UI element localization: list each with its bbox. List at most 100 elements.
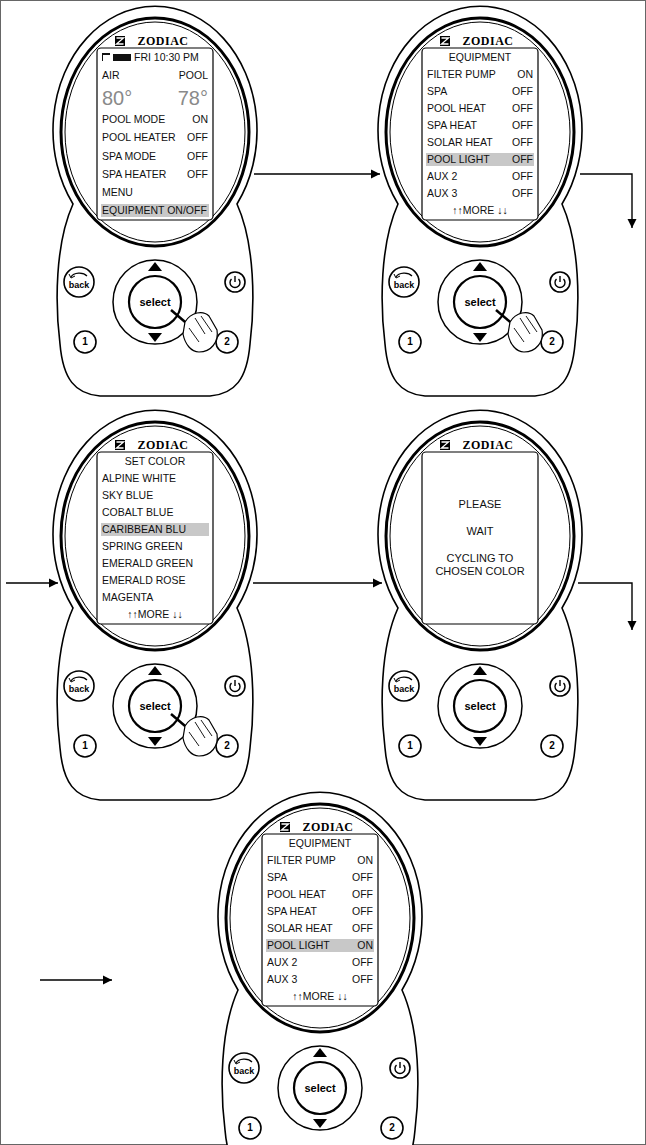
screen-text: FRI 10:30 PM (134, 51, 199, 64)
screen-text: OFF (352, 956, 373, 969)
screen-row: POOL LIGHTOFF (426, 153, 534, 166)
pressing-hand (496, 310, 542, 352)
screen-text: OFF (512, 170, 533, 183)
screen-text: ON (357, 939, 373, 952)
screen-row: SKY BLUE (101, 489, 209, 502)
arrow-head (628, 621, 637, 630)
button-label: select (464, 701, 495, 712)
screen-row: ↑↑MORE ↓↓ (101, 608, 209, 621)
flow-arrow (213, 173, 422, 174)
screen-text: OFF (352, 888, 373, 901)
flow-arrow (213, 582, 422, 583)
lcd-screen: EQUIPMENT FILTER PUMPON SPA OFF POOL HEATOFF… (422, 48, 538, 220)
screen-text: SPA (427, 85, 447, 98)
remote-control (378, 6, 582, 396)
screen-row: POOL HEATEROFF (101, 131, 209, 144)
screen-row: EQUIPMENT (266, 837, 374, 850)
screen-text: EQUIPMENT (449, 51, 511, 64)
screen-row: FRI 10:30 PM (101, 51, 209, 64)
screen-row: SPA HEATOFF (266, 905, 374, 918)
screen-text: EQUIPMENT ON/OFF (102, 204, 207, 217)
button-number: 1 (82, 337, 88, 347)
screen-row: ↑↑MORE ↓↓ (426, 204, 534, 217)
screen-row: CARIBBEAN BLU (101, 523, 209, 536)
screen-text: OFF (512, 85, 533, 98)
brand-logo: ZODIAC (137, 439, 188, 451)
remote-control (53, 410, 257, 800)
screen-row: ALPINE WHITE (101, 472, 209, 485)
screen-text: SPA (267, 871, 287, 884)
screen-text: AUX 2 (267, 956, 297, 969)
arrow-head (49, 579, 58, 588)
button-number: 2 (549, 337, 555, 347)
screen-row: SPRING GREEN (101, 540, 209, 553)
lcd-screen: EQUIPMENTFILTER PUMPONSPAOFFPOOL HEATOFF… (262, 834, 378, 1006)
screen-text: POOL (179, 69, 208, 82)
button-label: back (69, 281, 90, 290)
screen-row: POOL HEATOFF (426, 102, 534, 115)
button-label: select (464, 297, 495, 308)
screen-text: ↑↑MORE ↓↓ (292, 990, 347, 1003)
screen-row: SPAOFF (266, 871, 374, 884)
brand-logo: ZODIAC (462, 439, 513, 451)
screen-row: AUX 3OFF (266, 973, 374, 986)
screen-row: SPA OFF (426, 85, 534, 98)
screen-row: SOLAR HEATOFF (266, 922, 374, 935)
screen-row: SPA HEATEROFF (101, 168, 209, 181)
screen-row: EQUIPMENT (426, 51, 534, 64)
screen-text: OFF (512, 136, 533, 149)
screen-text: FILTER PUMP (427, 68, 496, 81)
arrow-head (103, 976, 112, 985)
button-number: 1 (247, 1123, 253, 1133)
screen-text: EQUIPMENT (289, 837, 351, 850)
button-label: back (69, 685, 90, 694)
screen-row: FILTER PUMPON (426, 68, 534, 81)
pressing-hand (171, 310, 217, 352)
screen-row: POOL MODEON (101, 113, 209, 126)
screen-text: SOLAR HEAT (267, 922, 333, 935)
pressing-hand (171, 714, 217, 756)
remote-control (378, 410, 582, 800)
lcd-screen: FRI 10:30 PM AIR POOL 80°78° POOL MODEON POOL… (97, 48, 213, 220)
screen-text: PLEASE (459, 498, 502, 511)
screen-row: 80°78° (101, 88, 209, 108)
screen-text: MENU (102, 186, 133, 199)
screen-text: 80° (102, 88, 132, 108)
screen-text: SPA HEAT (267, 905, 317, 918)
screen-text: SKY BLUE (102, 489, 153, 502)
button-label: select (139, 701, 170, 712)
screen-row: CYCLING TO CHOSEN COLOR (426, 552, 534, 578)
screen-text: ↑↑MORE ↓↓ (127, 608, 182, 621)
screen-row: SOLAR HEATOFF (426, 136, 534, 149)
screen-row: AUX 2 OFF (266, 956, 374, 969)
screen-text: SPA HEAT (427, 119, 477, 132)
button-number: 1 (407, 337, 413, 347)
button-number: 1 (407, 741, 413, 751)
button-label: select (139, 297, 170, 308)
screen-text: OFF (512, 153, 533, 166)
button-label: back (394, 281, 415, 290)
screen-text: POOL HEAT (267, 888, 326, 901)
screen-text: MAGENTA (102, 591, 153, 604)
screen-text: CYCLING TO CHOSEN COLOR (435, 552, 525, 578)
button-label: back (394, 685, 415, 694)
screen-text: ↑↑MORE ↓↓ (452, 204, 507, 217)
remote-control (53, 6, 257, 396)
screen-text: OFF (512, 187, 533, 200)
screen-text: AUX 3 (427, 187, 457, 200)
screen-text: AIR (102, 69, 120, 82)
screen-text: OFF (187, 131, 208, 144)
screen-row: AUX 2OFF (426, 170, 534, 183)
button-number: 2 (389, 1123, 395, 1133)
screen-row: MENU (101, 186, 209, 199)
arrow-head (373, 579, 382, 588)
screen-text: ON (192, 113, 208, 126)
button-number: 2 (224, 741, 230, 751)
arrow-head (628, 219, 637, 228)
brand-logo: ZODIAC (302, 821, 353, 833)
screen-row: POOL LIGHTON (266, 939, 374, 952)
screen-text: COBALT BLUE (102, 506, 173, 519)
flow-arrow (40, 583, 632, 980)
